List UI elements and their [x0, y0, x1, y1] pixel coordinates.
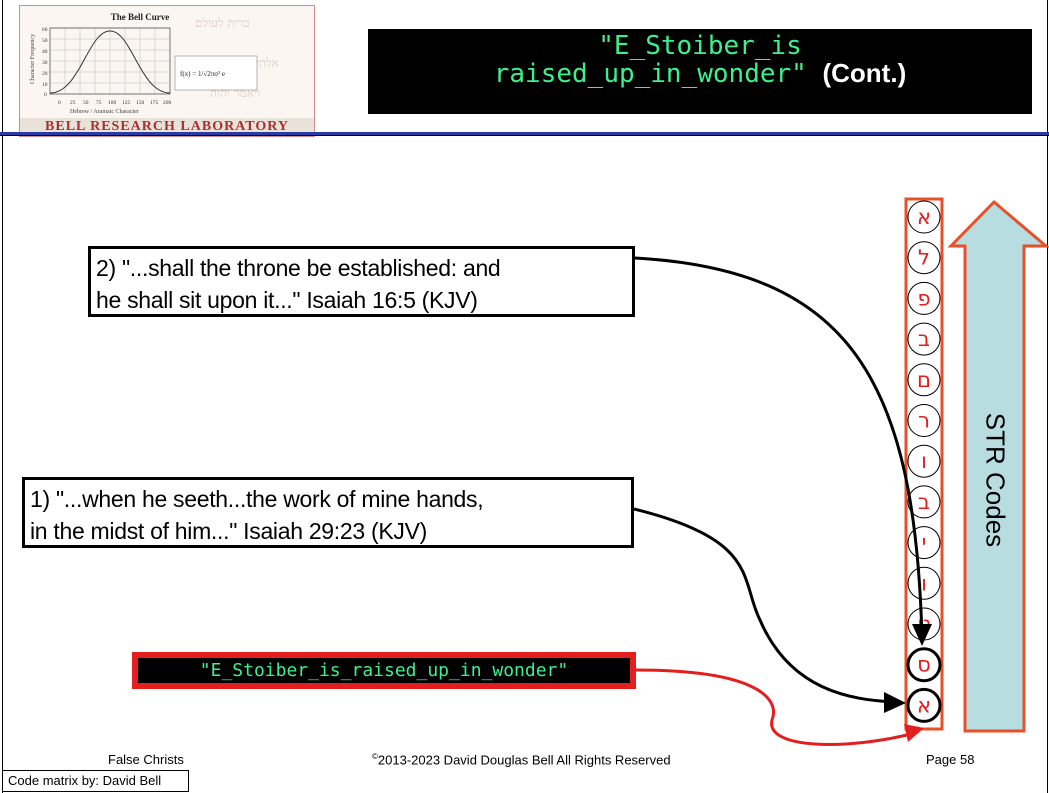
logo-x-axis-label: Hebrew / Aramaic Character	[70, 109, 139, 115]
svg-text:40: 40	[42, 49, 48, 55]
svg-text:50: 50	[83, 100, 89, 106]
copyright-symbol: ©	[372, 752, 378, 761]
title-continued: (Cont.)	[822, 58, 907, 88]
frame-left-border	[2, 0, 3, 793]
connector-verse2-arrowhead-icon	[912, 624, 932, 646]
letter-circle	[907, 241, 941, 275]
letter-circle	[907, 281, 941, 315]
title-line-1: "E_Stoiber_is	[598, 31, 802, 61]
hebrew-letter: ל	[918, 246, 930, 270]
connector-verse1	[633, 507, 896, 704]
letter-circle	[907, 404, 941, 437]
logo-background-script: ברית לעולם	[195, 16, 250, 30]
footer-page-number: Page 58	[926, 752, 975, 767]
code-label-box: "E_Stoiber_is_raised_up_in_wonder"	[132, 652, 636, 689]
svg-text:150: 150	[136, 100, 145, 106]
verse-callout-isaiah-29-23: 1) "...when he seeth...the work of mine …	[22, 477, 634, 548]
svg-text:175: 175	[150, 100, 159, 106]
hebrew-letter: א	[917, 205, 931, 229]
letter-circle	[907, 363, 941, 397]
svg-text:125: 125	[122, 100, 131, 106]
svg-text:50: 50	[42, 38, 48, 44]
str-codes-arrow-icon	[947, 199, 1049, 733]
connector-code-label	[635, 668, 916, 746]
letter-circle	[907, 566, 941, 600]
verse1-line-1: 1) "...when he seeth...the work of mine …	[30, 486, 484, 512]
letter-circle	[907, 485, 941, 519]
svg-text:10: 10	[42, 82, 48, 88]
header-rule-shadow	[0, 135, 1049, 136]
hebrew-letter: ו	[921, 449, 927, 473]
connector-verse2	[634, 256, 924, 639]
letter-circle	[907, 200, 941, 234]
slide-title: "E_Stoiber_is raised_up_in_wonder" (Cont…	[368, 29, 1032, 114]
footer-series-title: False Christs	[108, 752, 184, 767]
svg-text:25: 25	[70, 100, 76, 106]
hebrew-letter: ב	[918, 327, 930, 351]
hebrew-letter: א	[917, 693, 931, 717]
verse2-line-1: 2) "...shall the throne be established: …	[96, 255, 501, 281]
hebrew-letter: פ	[917, 286, 930, 310]
svg-text:100: 100	[108, 100, 117, 106]
hebrew-letter: ר	[918, 409, 930, 433]
svg-text:60: 60	[42, 27, 48, 33]
verse2-line-2: he shall sit upon it..." Isaiah 16:5 (KJ…	[96, 287, 478, 313]
hebrew-letter: י	[922, 531, 927, 555]
frame-right-border	[1047, 0, 1048, 793]
logo-bell-curve-chart: f(x) = 1/√2πσ² e 60 50 40 30 20 10 0 0 2…	[42, 27, 258, 106]
svg-text:75: 75	[96, 100, 102, 106]
letter-circle	[907, 322, 941, 356]
header-rule	[0, 132, 1049, 135]
verse1-line-2: in the midst of him..." Isaiah 29:23 (KJ…	[30, 518, 427, 544]
code-label-text: "E_Stoiber_is_raised_up_in_wonder"	[138, 658, 630, 683]
connector-verse1-arrowhead-icon	[884, 692, 906, 713]
svg-text:f(x) = 1/√2πσ² e: f(x) = 1/√2πσ² e	[180, 70, 225, 78]
connector-code-label-arrowhead-icon	[904, 724, 924, 742]
hebrew-letter: ב	[918, 490, 930, 514]
svg-text:30: 30	[42, 60, 48, 66]
hebrew-letter: ו	[921, 571, 927, 595]
logo-x-ticks: 0 25 50 75 100 125 150 175 200	[58, 100, 172, 106]
svg-text:20: 20	[42, 71, 48, 77]
footer-copyright: ©2013-2023 David Douglas Bell All Rights…	[372, 752, 671, 768]
title-line-2: raised_up_in_wonder"	[493, 59, 807, 89]
code-matrix-credit: Code matrix by: David Bell	[2, 770, 189, 792]
hebrew-letter: ס	[917, 653, 931, 677]
letter-circle	[906, 647, 942, 683]
str-codes-label: STR Codes	[980, 412, 1011, 548]
logo-chart-title: The Bell Curve	[110, 12, 170, 22]
svg-text:200: 200	[163, 100, 172, 106]
bell-research-logo: ברית לעולם אלהי יעקב ויאמר יהוה The Bell…	[19, 5, 315, 137]
logo-banner: BELL RESEARCH LABORATORY	[20, 118, 314, 136]
verse-callout-isaiah-16-5: 2) "...shall the throne be established: …	[88, 246, 635, 317]
logo-y-ticks: 60 50 40 30 20 10 0	[42, 27, 48, 98]
svg-text:0: 0	[44, 92, 47, 98]
letter-circle	[906, 687, 942, 723]
hebrew-letter: ם	[917, 368, 931, 392]
svg-text:0: 0	[58, 100, 61, 106]
letter-circle	[907, 444, 941, 478]
